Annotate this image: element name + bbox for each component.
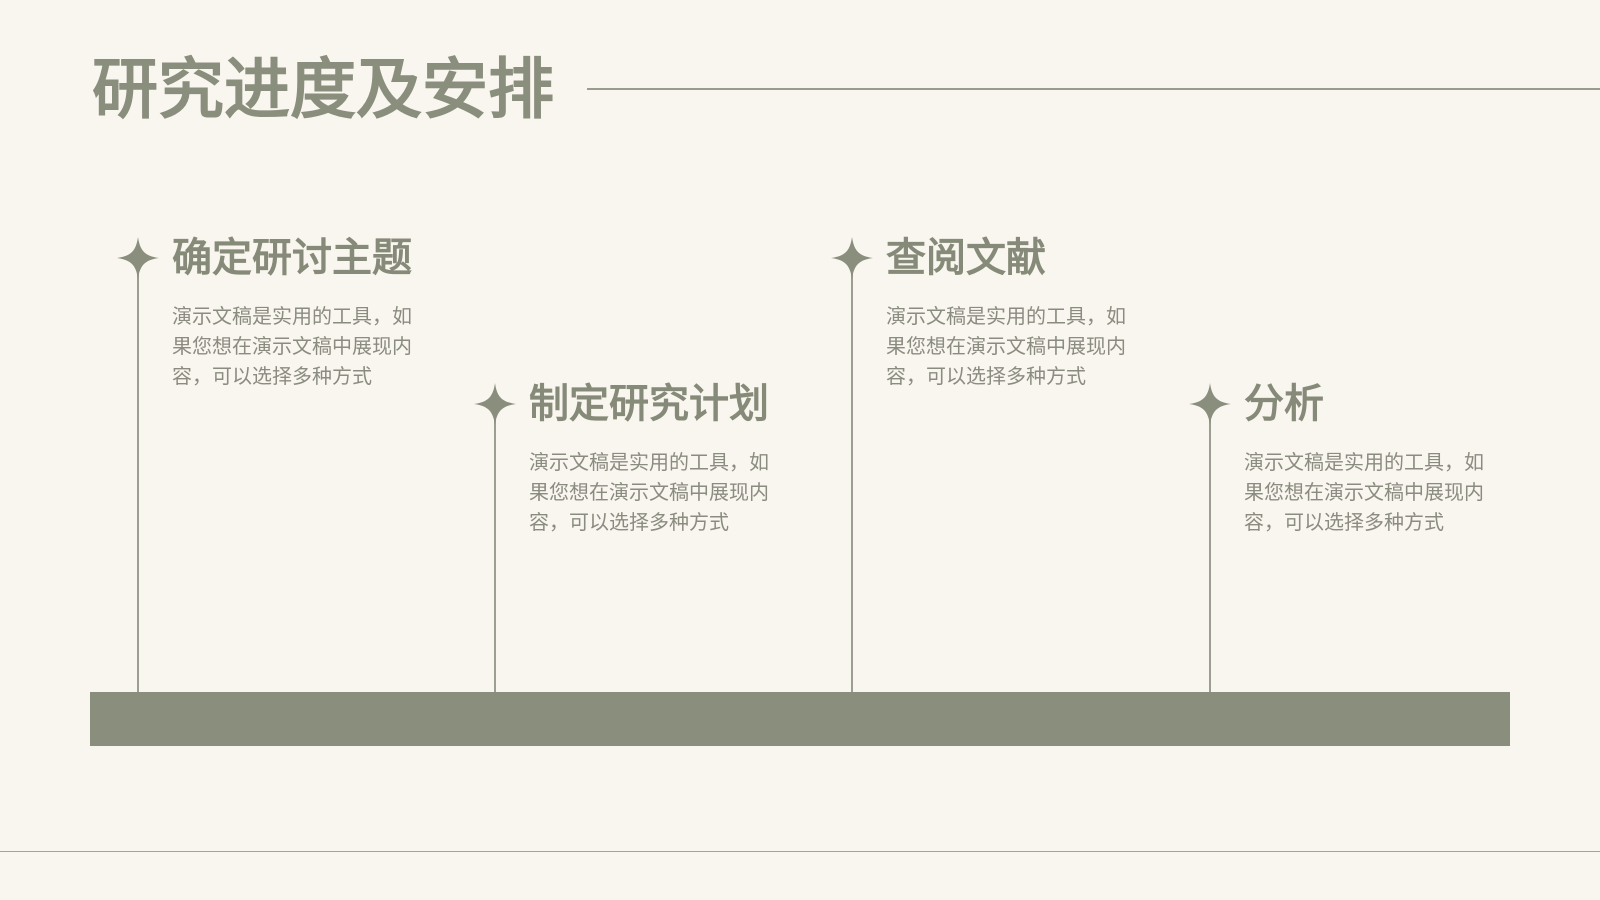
footer-divider bbox=[0, 851, 1600, 852]
title-divider bbox=[587, 88, 1600, 90]
timeline-stem bbox=[494, 404, 496, 692]
timeline-item-body: 演示文稿是实用的工具，如果您想在演示文稿中展现内容，可以选择多种方式 bbox=[529, 450, 769, 534]
timeline-item-heading: 查阅文献 bbox=[886, 234, 1046, 281]
timeline-item-body: 演示文稿是实用的工具，如果您想在演示文稿中展现内容，可以选择多种方式 bbox=[1244, 450, 1484, 534]
timeline-stem bbox=[137, 258, 139, 692]
timeline-bar bbox=[90, 692, 1510, 746]
four-point-star-icon bbox=[117, 237, 159, 279]
timeline-item-heading: 制定研究计划 bbox=[529, 380, 769, 427]
four-point-star-icon bbox=[474, 383, 516, 425]
timeline-item-heading: 分析 bbox=[1244, 380, 1324, 427]
page-title: 研究进度及安排 bbox=[92, 50, 554, 128]
timeline-item-body: 演示文稿是实用的工具，如果您想在演示文稿中展现内容，可以选择多种方式 bbox=[172, 304, 412, 388]
four-point-star-icon bbox=[831, 237, 873, 279]
timeline-stem bbox=[1209, 404, 1211, 692]
timeline-item-body: 演示文稿是实用的工具，如果您想在演示文稿中展现内容，可以选择多种方式 bbox=[886, 304, 1126, 388]
timeline-stem bbox=[851, 258, 853, 692]
timeline-item-heading: 确定研讨主题 bbox=[172, 234, 412, 281]
four-point-star-icon bbox=[1189, 383, 1231, 425]
